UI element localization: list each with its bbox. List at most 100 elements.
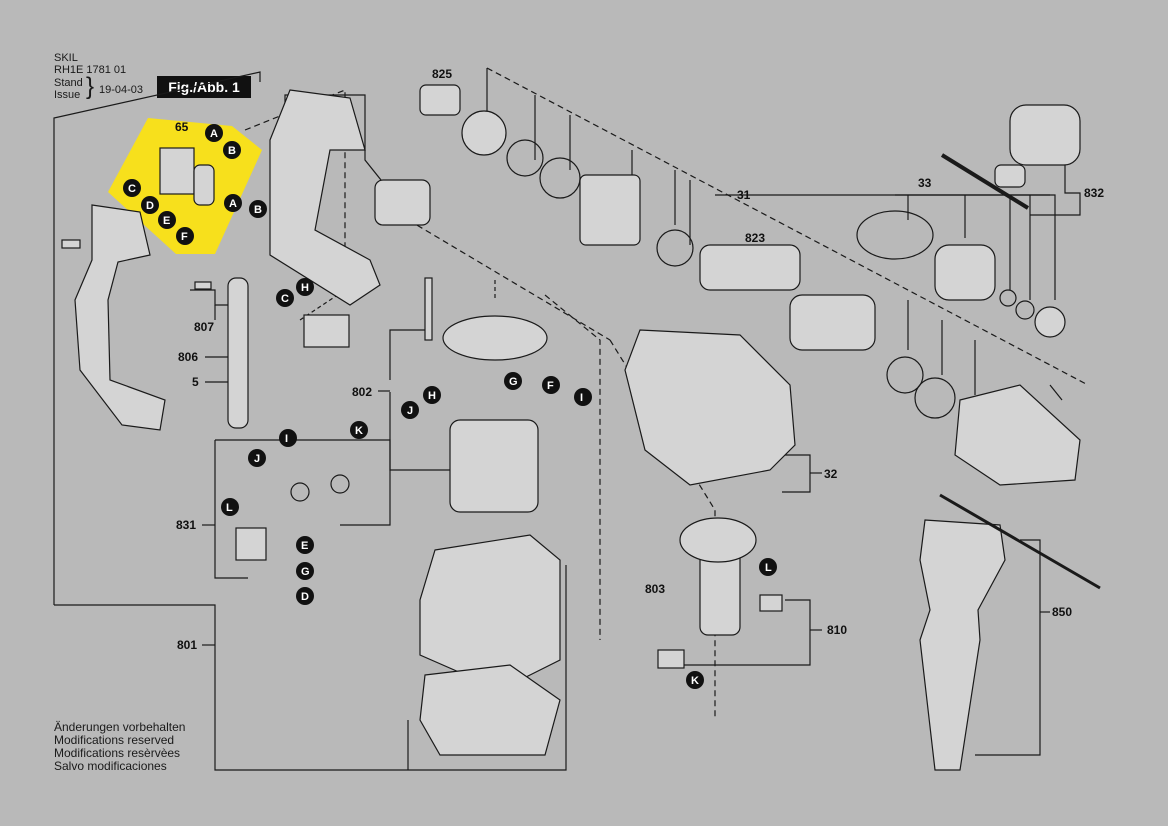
part-label: 5 [192,375,199,389]
brand-label: SKIL [54,52,78,64]
connector-badge [248,449,266,467]
gear-housing [624,329,796,486]
dash-801 [544,294,601,640]
connector-badge [158,211,176,229]
dust-boot [374,179,431,226]
connector-badge [574,388,592,406]
connector-badge [123,179,141,197]
connector-badge [686,671,704,689]
leader-802 [389,329,430,380]
connector-badge [504,372,522,390]
connector-label: K [355,425,363,437]
issue-date: 19-04-03 [99,84,144,96]
spring [856,210,934,260]
leader-810 [680,599,811,666]
o-ring [506,139,544,177]
connector-label: C [128,183,136,195]
axis-line-top [486,67,1089,386]
wire-coil [330,474,350,494]
suppressor-box [303,314,350,348]
leader-frame-bottom [54,565,567,771]
connector-badge [759,558,777,576]
carbon-brush [759,594,783,612]
connector-label: G [509,376,518,388]
switch-body [159,147,195,195]
stand-label: Stand [54,77,83,89]
connector-badge [205,124,223,142]
connector-badge [296,562,314,580]
auxiliary-handle [919,519,1006,771]
connector-label: A [229,198,237,210]
connector-label: H [428,390,436,402]
connector-label: C [281,293,289,305]
clutch-part [419,84,461,116]
armature-fan [679,517,757,563]
connector-label: G [301,566,310,578]
connector-label: J [254,453,260,465]
leader-32 [780,454,811,493]
chuck-key-head [994,164,1026,188]
connector-badge [276,289,294,307]
gear-ring [461,110,507,156]
part-label: 810 [827,623,847,637]
connector-badge [350,421,368,439]
connector-badge [176,227,194,245]
connector-badge [223,141,241,159]
part-label: 806 [178,350,198,364]
leader-33 [895,194,1056,300]
connector-label: K [691,675,699,687]
motor-housing [419,534,561,691]
leader-831 [214,440,248,579]
drill-chuck [1009,104,1081,166]
leader-831b [215,439,391,526]
rear-handle [269,89,381,306]
connector-badge [296,278,314,296]
connector-badge [296,536,314,554]
part-label: 801 [177,638,197,652]
figure-badge: Fig./Abb. 1 [157,76,251,98]
leader-frame [53,71,261,605]
connector-label: F [547,380,554,392]
connector-label: I [285,433,288,445]
depth-stop-rod [939,493,1101,590]
note-line: Änderungen vorbehalten [54,720,186,734]
connector-label: E [301,540,308,552]
side-handle-left [74,204,166,431]
piston-cylinder [699,244,801,291]
base-cover [419,664,561,756]
leader-850 [975,539,1041,756]
part-label: 807 [194,320,214,334]
o-ring [539,157,581,199]
screw [61,239,81,249]
connector-label: F [181,231,188,243]
cable [227,277,249,429]
part-label: 32 [824,467,838,481]
chuck-key [940,153,1030,210]
connector-label: E [163,215,170,227]
model-code: RH1E 1781 01 [54,64,127,76]
brace-icon: } [86,73,95,100]
wire-coil [290,482,310,502]
washer [999,289,1017,307]
connector-label: B [228,145,236,157]
connector-group: A B C D E F A B C H H G F I J I K J [123,124,777,689]
connector-label: A [210,128,218,140]
part-label: 65 [175,120,189,134]
sleeve [579,174,641,246]
long-screw [424,277,433,341]
connector-badge [141,196,159,214]
note-line: Modifications reserved [54,733,175,747]
leader-832 [1030,165,1081,216]
note-line: Modifications resèrvèes [54,746,181,760]
switch-trigger [193,164,215,206]
connector-badge [224,194,242,212]
part-label: 832 [1084,186,1104,200]
dash-boot [399,214,611,341]
connector-badge [221,498,239,516]
carbon-brush [657,649,685,669]
connector-label: J [407,405,413,417]
connector-badge [423,386,441,404]
dash-handle [244,89,346,290]
connector-label: I [580,392,583,404]
